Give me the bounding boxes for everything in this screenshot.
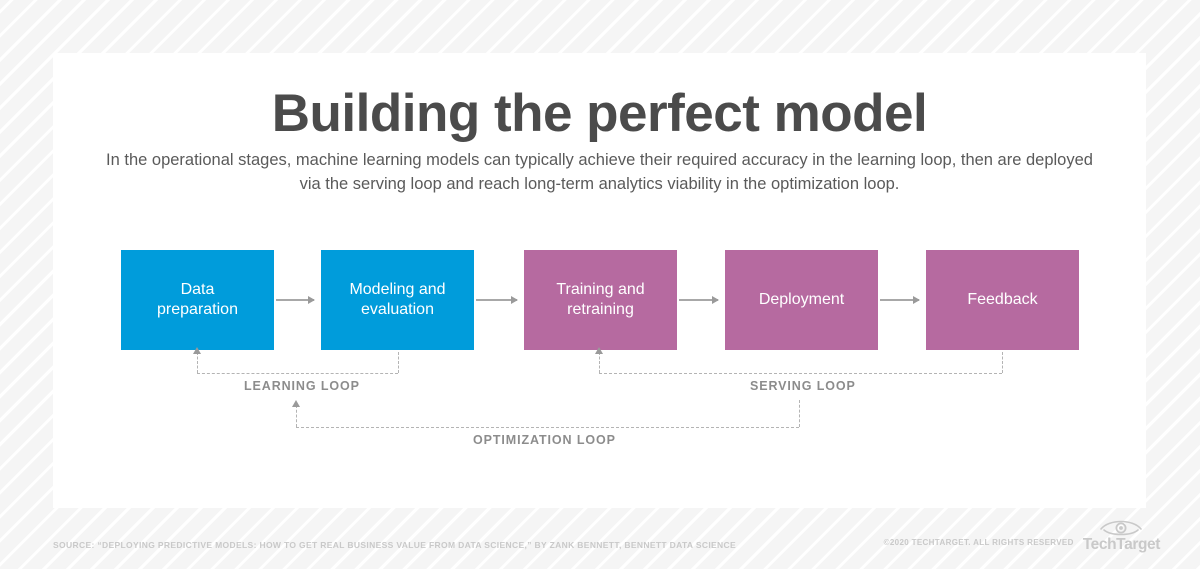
- serving-loop-label: SERVING LOOP: [750, 379, 856, 393]
- serving-loop-line-bottom: [599, 373, 1002, 374]
- optimization-loop-line-bottom: [296, 427, 799, 428]
- process-flow-diagram: Data preparation Modeling and evaluation…: [53, 53, 1146, 508]
- flow-node-label: Training and retraining: [556, 281, 645, 318]
- arrow-right-icon: [476, 296, 518, 304]
- learning-loop-line-right: [398, 352, 399, 373]
- flow-node-data-preparation[interactable]: Data preparation: [121, 250, 274, 350]
- page-subtitle: In the operational stages, machine learn…: [106, 151, 1093, 193]
- serving-loop-line-left: [599, 352, 600, 373]
- learning-loop-line-left: [197, 352, 198, 373]
- arrow-right-icon: [679, 296, 719, 304]
- footer-brand-block: ©2020 TECHTARGET. ALL RIGHTS RESERVED Te…: [884, 516, 1160, 553]
- infographic-card: Building the perfect model In the operat…: [53, 53, 1146, 508]
- optimization-loop-line-left: [296, 405, 297, 427]
- serving-loop-line-right: [1002, 352, 1003, 373]
- arrow-right-icon: [276, 296, 315, 304]
- source-credit: SOURCE: “DEPLOYING PREDICTIVE MODELS: HO…: [53, 540, 737, 550]
- flow-node-label: Modeling and evaluation: [349, 281, 446, 318]
- flow-node-label: Feedback: [967, 291, 1038, 308]
- flow-node-deployment[interactable]: Deployment: [725, 250, 878, 350]
- arrow-up-icon: [193, 347, 201, 354]
- techtarget-wordmark: TechTarget: [1082, 536, 1161, 553]
- flow-node-feedback[interactable]: Feedback: [926, 250, 1079, 350]
- techtarget-logo: TechTarget: [1083, 516, 1160, 553]
- learning-loop-line-bottom: [197, 373, 398, 374]
- page-title: Building the perfect model: [271, 84, 928, 143]
- flow-node-label: Data preparation: [157, 281, 238, 318]
- copyright-text: ©2020 TECHTARGET. ALL RIGHTS RESERVED: [883, 537, 1074, 547]
- flow-node-label: Deployment: [758, 291, 845, 308]
- optimization-loop-label: OPTIMIZATION LOOP: [473, 433, 616, 447]
- flow-node-training-retraining[interactable]: Training and retraining: [524, 250, 677, 350]
- arrow-up-icon: [292, 400, 300, 407]
- flow-node-modeling-evaluation[interactable]: Modeling and evaluation: [321, 250, 474, 350]
- optimization-loop-line-right: [799, 400, 800, 427]
- eye-icon: [1100, 520, 1143, 536]
- learning-loop-label: LEARNING LOOP: [244, 379, 360, 393]
- arrow-right-icon: [880, 296, 920, 304]
- arrow-up-icon: [595, 347, 603, 354]
